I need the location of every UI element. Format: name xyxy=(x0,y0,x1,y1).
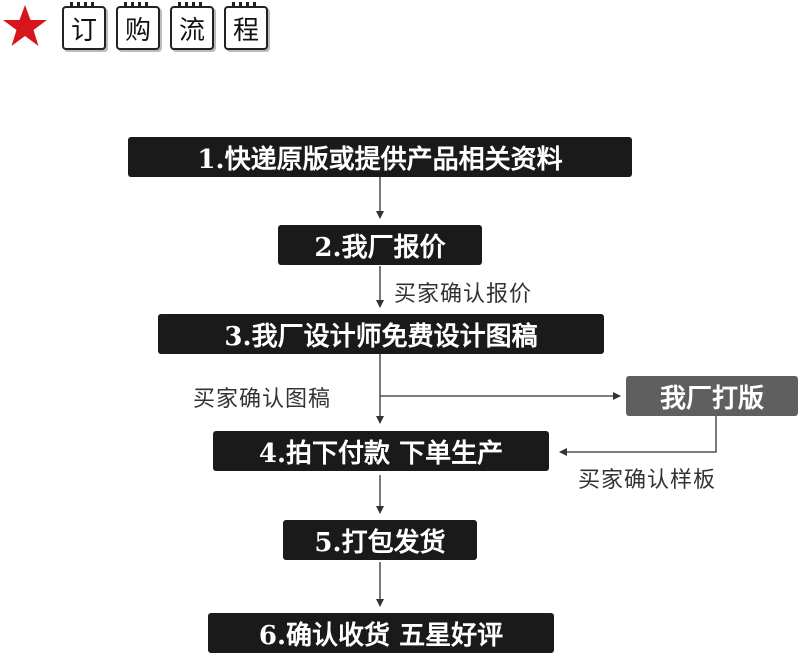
title-char: 订 xyxy=(62,2,106,50)
step-5-label: 5.打包发货 xyxy=(314,527,446,558)
step-5-box: 5.打包发货 xyxy=(283,520,477,560)
sample-label: 我厂打版 xyxy=(659,383,764,414)
step-6-label: 6.确认收货 五星好评 xyxy=(258,620,504,651)
arrow-sample-back xyxy=(559,416,717,456)
step-6-box: 6.确认收货 五星好评 xyxy=(208,613,554,653)
step-4-box: 4.拍下付款 下单生产 xyxy=(213,431,549,471)
step-2-label: 2.我厂报价 xyxy=(314,232,446,263)
note-confirm-draft: 买家确认图稿 xyxy=(193,387,332,412)
title-char: 购 xyxy=(116,2,160,50)
star-icon xyxy=(3,5,47,46)
header: 订 购 流 程 xyxy=(0,0,800,60)
title-char: 程 xyxy=(224,2,268,50)
sample-box: 我厂打版 xyxy=(626,376,798,416)
title-char: 流 xyxy=(170,2,214,50)
note-confirm-sample: 买家确认样板 xyxy=(578,468,717,493)
step-2-box: 2.我厂报价 xyxy=(278,225,482,265)
step-1-box: 1.快递原版或提供产品相关资料 xyxy=(128,137,632,177)
step-1-label: 1.快递原版或提供产品相关资料 xyxy=(197,144,563,175)
step-3-label: 3.我厂设计师免费设计图稿 xyxy=(224,321,538,352)
page-title: 订 购 流 程 xyxy=(62,2,268,50)
step-4-label: 4.拍下付款 下单生产 xyxy=(258,438,504,469)
step-3-box: 3.我厂设计师免费设计图稿 xyxy=(158,314,604,354)
note-confirm-quote: 买家确认报价 xyxy=(394,282,533,307)
